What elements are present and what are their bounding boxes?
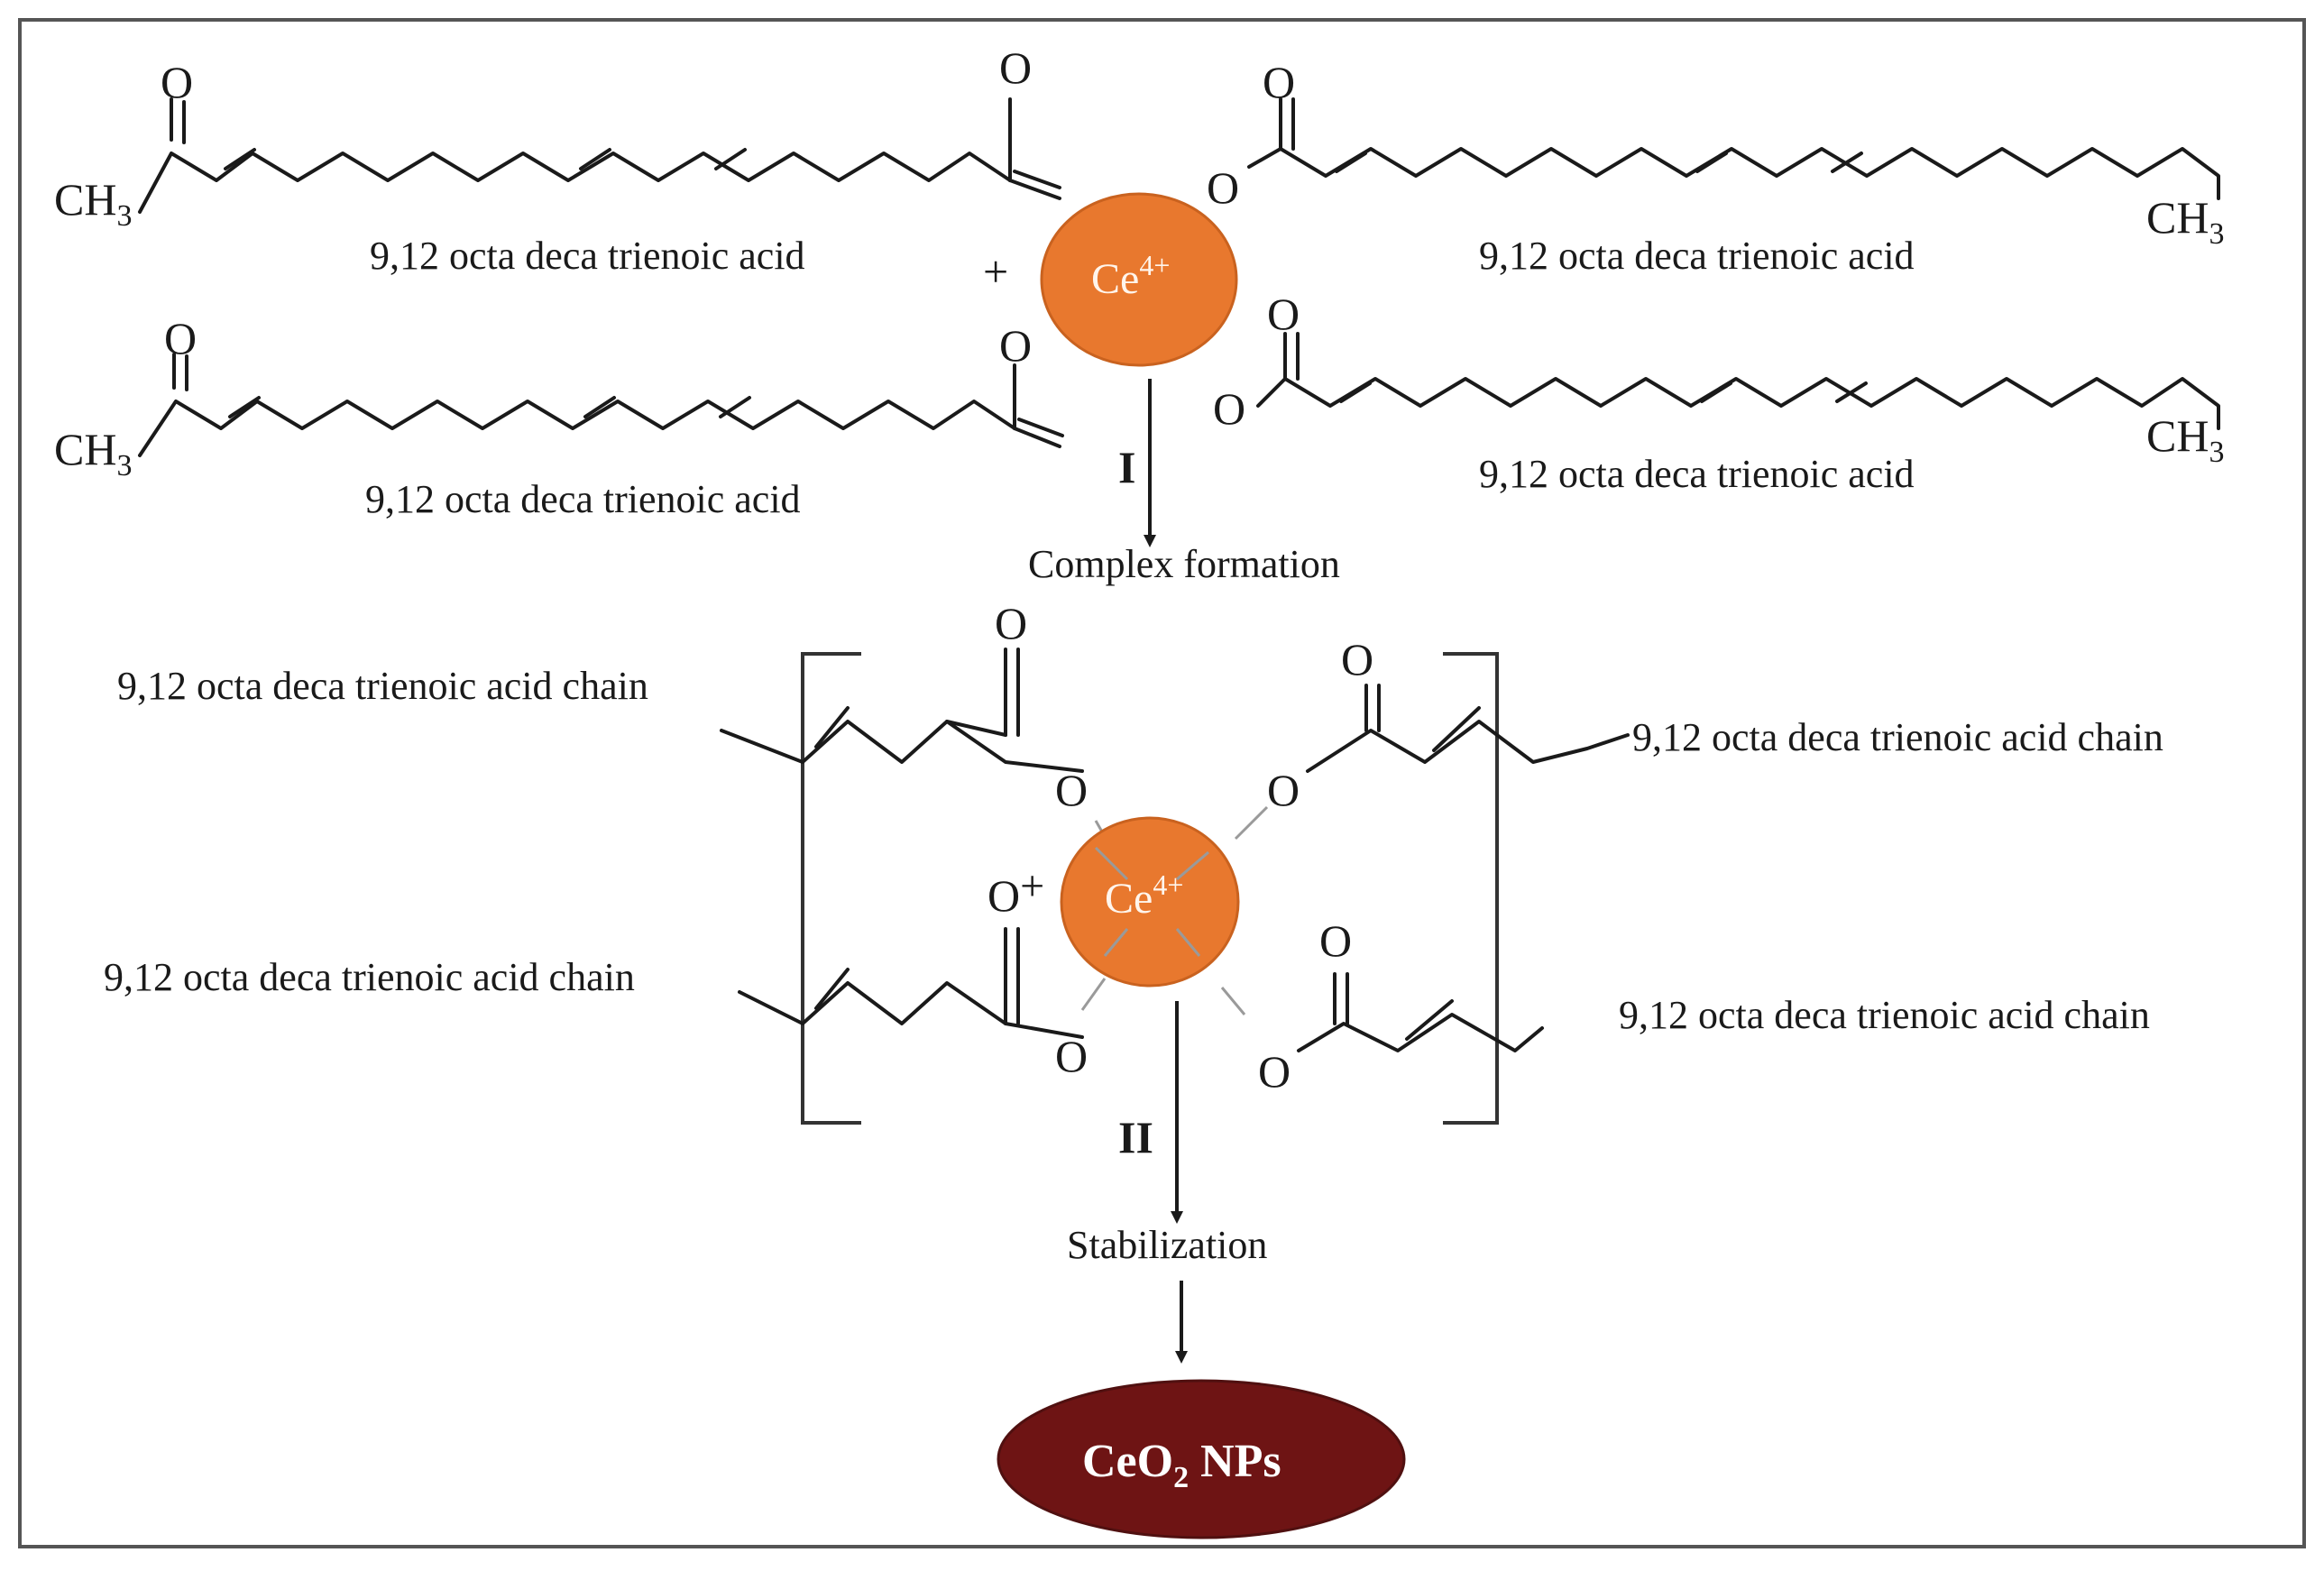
reactant-label: 9,12 octa deca trienoic acid — [370, 234, 805, 278]
reactant-left-bottom: O O CH3 9,12 octa deca trienoic acid — [54, 313, 1064, 521]
cerium-ion: Ce4+ — [1040, 192, 1238, 367]
reactant-right-bottom: O O CH3 9,12 octa deca trienoic acid — [1213, 289, 2224, 496]
oxygen-atom: O — [999, 42, 1032, 93]
reactant-label: 9,12 octa deca trienoic acid — [1479, 452, 1915, 496]
plus-sign: + — [983, 246, 1008, 297]
product-label: CeO2 NPs — [1082, 1436, 1281, 1494]
cerium-center-label: Ce4+ — [1105, 868, 1183, 923]
reactant-right-top: O O CH3 9,12 octa deca trienoic acid — [1207, 57, 2224, 278]
cerium-center-circle — [1060, 816, 1240, 988]
methyl-group: CH3 — [2146, 410, 2224, 469]
chain-label: 9,12 octa deca trienoic acid chain — [117, 664, 648, 708]
chain-label: 9,12 octa deca trienoic acid chain — [1632, 715, 2163, 759]
oxygen-atom: O — [1055, 1031, 1088, 1081]
oxonium-atom: O+ — [987, 862, 1044, 921]
methyl-group: CH3 — [54, 174, 132, 233]
cerium-ion-label: Ce4+ — [1091, 249, 1170, 303]
right-bracket — [1443, 652, 1499, 1125]
reactant-label: 9,12 octa deca trienoic acid — [1479, 234, 1915, 278]
step-label: Stabilization — [1067, 1223, 1267, 1267]
oxygen-atom: O — [1258, 1046, 1291, 1097]
step-number: II — [1118, 1112, 1153, 1162]
oxygen-atom: O — [1213, 383, 1245, 434]
oxygen-atom: O — [999, 320, 1032, 371]
cerium-ion-circle — [1040, 192, 1238, 367]
chain-label: 9,12 octa deca trienoic acid chain — [1619, 993, 2150, 1037]
oxygen-atom: O — [164, 313, 197, 363]
oxygen-atom: O — [1341, 634, 1373, 684]
left-bracket — [801, 652, 861, 1125]
oxygen-atom: O — [995, 598, 1027, 648]
oxygen-atom: O — [1263, 57, 1295, 107]
product-nanoparticles: CeO2 NPs — [997, 1379, 1406, 1539]
oxygen-atom: O — [161, 57, 193, 107]
oxygen-atom: O — [1267, 289, 1300, 339]
cerium-complex: O O O O O+ O O O Ce4+ 9 — [104, 598, 2163, 1125]
methyl-group: CH3 — [2146, 192, 2224, 251]
oxygen-atom: O — [1207, 162, 1239, 213]
reactant-label: 9,12 octa deca trienoic acid — [365, 477, 801, 521]
reactant-left-top: O O CH3 9,12 octa deca trienoic acid — [54, 42, 1061, 278]
methyl-group: CH3 — [54, 424, 132, 482]
figure-border — [18, 18, 2306, 1548]
chain-label: 9,12 octa deca trienoic acid chain — [104, 955, 635, 999]
oxygen-atom: O — [1055, 765, 1088, 815]
step-label: Complex formation — [1028, 542, 1340, 586]
oxygen-atom: O — [1319, 915, 1352, 966]
oxygen-atom: O — [1267, 765, 1300, 815]
product-ellipse — [997, 1379, 1406, 1539]
step-number: I — [1118, 442, 1135, 492]
